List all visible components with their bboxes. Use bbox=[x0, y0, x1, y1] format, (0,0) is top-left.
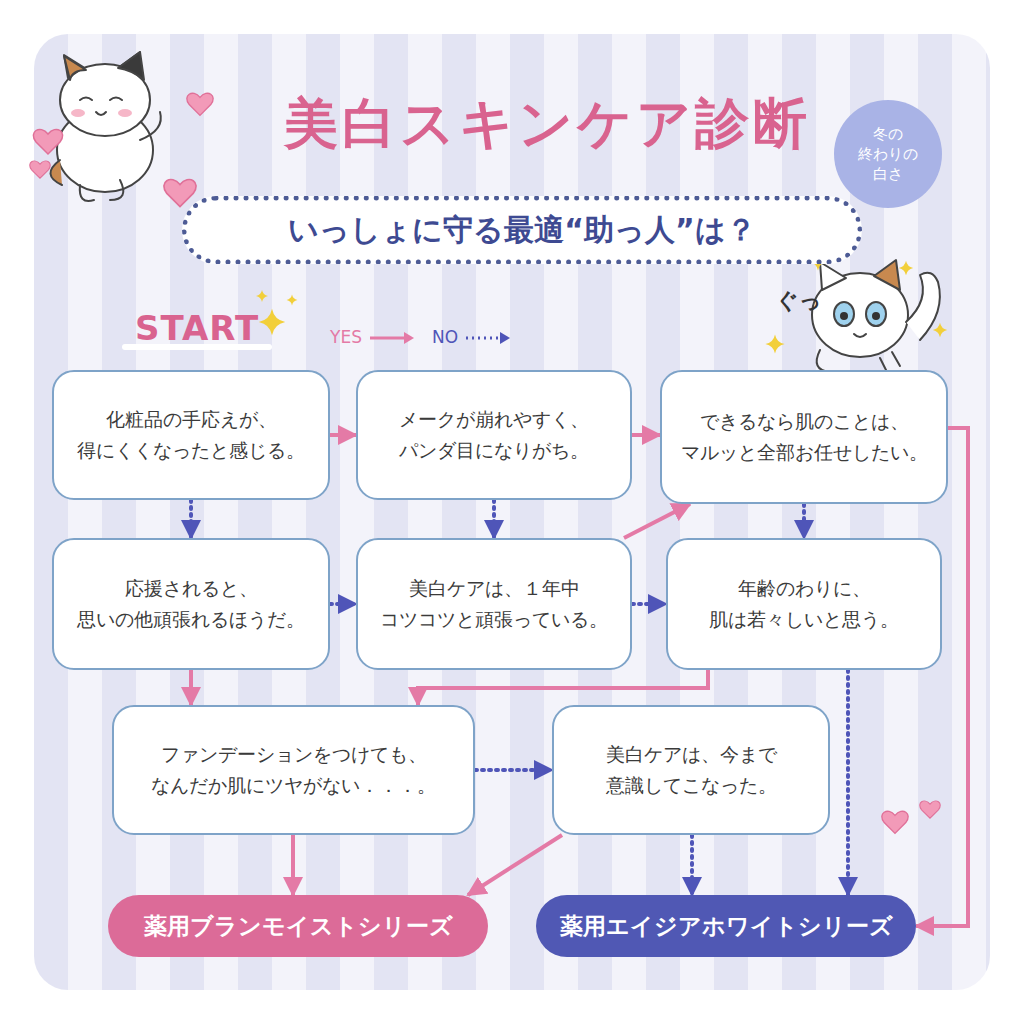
question-box: できるなら肌のことは、 マルッと全部お任せしたい。 bbox=[660, 370, 948, 504]
no-connector bbox=[475, 768, 552, 772]
node-text: 美白ケアは、１年中 コツコツと頑張っている。 bbox=[380, 573, 608, 636]
sparkles bbox=[256, 254, 947, 354]
cat-left bbox=[50, 52, 160, 201]
no-connector bbox=[846, 670, 850, 895]
subtitle-box: いっしょに守る最適“助っ人”は？ bbox=[182, 196, 862, 264]
node-text: 薬用エイジアホワイトシリーズ bbox=[560, 911, 893, 942]
node-text: メークが崩れやすく、 パンダ目になりがち。 bbox=[399, 404, 589, 467]
no-connector bbox=[802, 504, 806, 538]
result-pill: 薬用ブランモイストシリーズ bbox=[108, 895, 488, 957]
node-text: できるなら肌のことは、 マルッと全部お任せしたい。 bbox=[681, 406, 928, 469]
yes-connector bbox=[189, 670, 193, 705]
start-label: START bbox=[135, 308, 259, 348]
legend-text: YES bbox=[330, 327, 362, 347]
yes-connector bbox=[624, 504, 690, 538]
legend-yes-head bbox=[404, 332, 414, 344]
yes-connector bbox=[468, 835, 562, 895]
question-box: ファンデーションをつけても、 なんだか肌にツヤがない．．．。 bbox=[112, 705, 475, 835]
question-box: メークが崩れやすく、 パンダ目になりがち。 bbox=[356, 370, 632, 500]
node-text: いっしょに守る最適“助っ人”は？ bbox=[288, 210, 755, 251]
season-badge: 冬の 終わりの 白さ bbox=[834, 100, 942, 208]
question-box: 年齢のわりに、 肌は若々しいと思う。 bbox=[666, 538, 942, 670]
legend-text: NO bbox=[432, 327, 458, 347]
question-box: 美白ケアは、今まで 意識してこなった。 bbox=[552, 705, 830, 835]
node-text: 年齢のわりに、 肌は若々しいと思う。 bbox=[709, 573, 899, 636]
question-box: 応援されると、 思いの他頑張れるほうだ。 bbox=[52, 538, 330, 670]
no-connector bbox=[330, 602, 356, 606]
no-connector bbox=[690, 835, 694, 895]
node-text: 薬用ブランモイストシリーズ bbox=[144, 911, 453, 942]
node-text: 冬の 終わりの 白さ bbox=[858, 124, 918, 185]
no-connector bbox=[632, 602, 666, 606]
cat-right bbox=[812, 260, 940, 374]
legend-no-line bbox=[466, 337, 500, 340]
yes-connector bbox=[330, 433, 356, 437]
cat-sound: ぐっ bbox=[776, 286, 822, 316]
question-box: 化粧品の手応えが、 得にくくなったと感じる。 bbox=[52, 370, 330, 500]
yes-connector bbox=[632, 433, 660, 437]
result-pill: 薬用エイジアホワイトシリーズ bbox=[536, 895, 916, 957]
legend-no-head bbox=[500, 332, 510, 344]
node-text: ファンデーションをつけても、 なんだか肌にツヤがない．．．。 bbox=[151, 739, 436, 802]
question-box: 美白ケアは、１年中 コツコツと頑張っている。 bbox=[356, 538, 632, 670]
no-connector bbox=[189, 500, 193, 538]
node-text: 応援されると、 思いの他頑張れるほうだ。 bbox=[77, 573, 305, 636]
yes-connector bbox=[418, 670, 708, 705]
node-text: 美白ケアは、今まで 意識してこなった。 bbox=[606, 739, 777, 802]
no-connector bbox=[492, 500, 496, 538]
yes-connector bbox=[291, 835, 295, 895]
node-text: 化粧品の手応えが、 得にくくなったと感じる。 bbox=[77, 404, 305, 467]
legend-yes-line bbox=[370, 337, 404, 340]
